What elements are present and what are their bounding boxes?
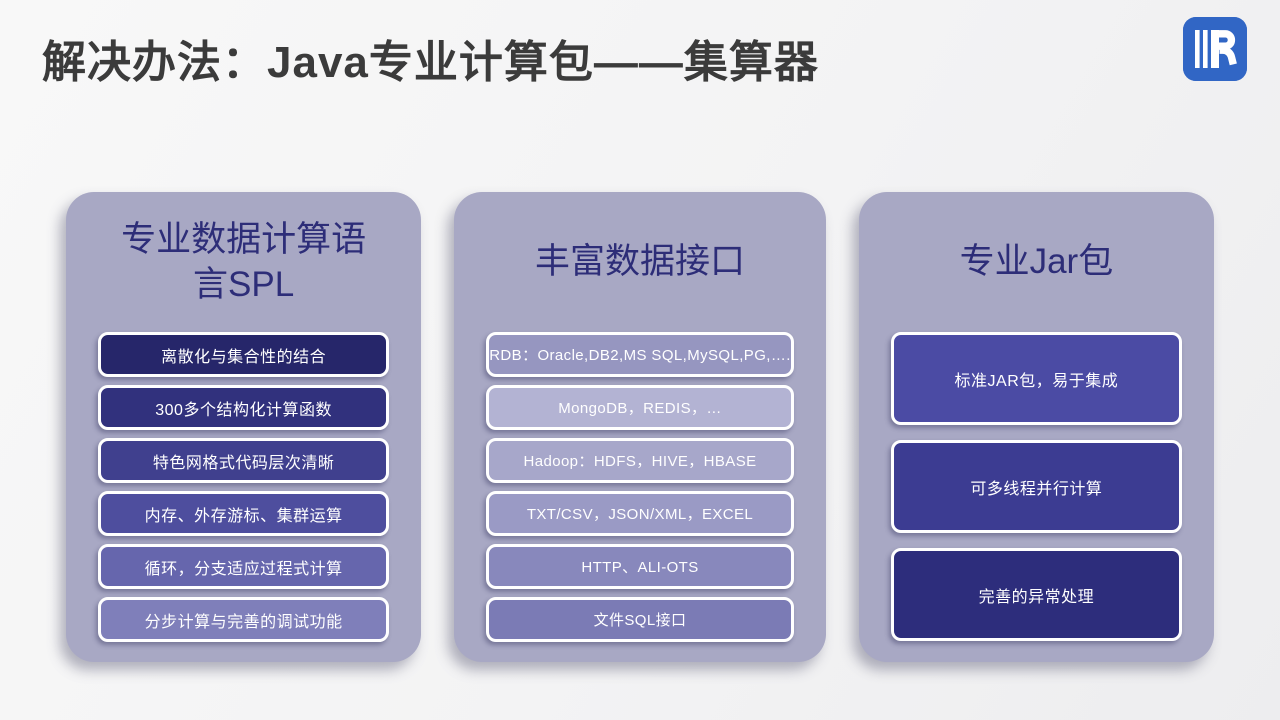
feature-item: 300多个结构化计算函数 bbox=[98, 385, 390, 430]
feature-item-label: MongoDB，REDIS，… bbox=[558, 400, 722, 417]
feature-item-label: RDB：Oracle,DB2,MS SQL,MySQL,PG,…. bbox=[489, 347, 791, 364]
feature-item-label: HTTP、ALI-OTS bbox=[581, 559, 699, 576]
feature-item-label: 文件SQL接口 bbox=[593, 612, 687, 629]
feature-list: 离散化与集合性的结合 300多个结构化计算函数 特色网格式代码层次清晰 内存、外… bbox=[98, 332, 390, 650]
feature-item: 标准JAR包，易于集成 bbox=[890, 332, 1183, 425]
feature-item: 循环，分支适应过程式计算 bbox=[98, 544, 390, 589]
feature-item-label: 可多线程并行计算 bbox=[970, 480, 1103, 498]
feature-item-label: 特色网格式代码层次清晰 bbox=[152, 454, 335, 472]
feature-item-label: 300多个结构化计算函数 bbox=[155, 401, 332, 419]
feature-item-label: 标准JAR包，易于集成 bbox=[954, 372, 1119, 390]
column-header-label: 专业数据计算语言SPL bbox=[121, 219, 367, 305]
feature-item-label: 内存、外存游标、集群运算 bbox=[144, 507, 343, 525]
feature-item: 可多线程并行计算 bbox=[890, 440, 1183, 533]
feature-item: 完善的异常处理 bbox=[890, 548, 1183, 641]
feature-item: 分步计算与完善的调试功能 bbox=[98, 597, 390, 642]
logo-r-icon bbox=[1183, 17, 1247, 81]
feature-item: 特色网格式代码层次清晰 bbox=[98, 438, 390, 483]
page-title: 解决办法：Java专业计算包——集算器 bbox=[42, 38, 819, 87]
feature-item: Hadoop：HDFS，HIVE，HBASE bbox=[486, 438, 794, 483]
feature-item: 文件SQL接口 bbox=[486, 597, 794, 642]
feature-item: RDB：Oracle,DB2,MS SQL,MySQL,PG,…. bbox=[486, 332, 794, 377]
column-data-interfaces: 丰富数据接口 RDB：Oracle,DB2,MS SQL,MySQL,PG,….… bbox=[454, 192, 826, 662]
feature-list: 标准JAR包，易于集成 可多线程并行计算 完善的异常处理 bbox=[890, 332, 1183, 656]
feature-item: 内存、外存游标、集群运算 bbox=[98, 491, 390, 536]
feature-item-label: TXT/CSV，JSON/XML，EXCEL bbox=[526, 506, 754, 523]
column-header: 专业Jar包 bbox=[891, 192, 1182, 332]
column-jar-package: 专业Jar包 标准JAR包，易于集成 可多线程并行计算 完善的异常处理 bbox=[858, 192, 1215, 662]
feature-item: MongoDB，REDIS，… bbox=[486, 385, 794, 430]
feature-item: TXT/CSV，JSON/XML，EXCEL bbox=[486, 491, 794, 536]
column-header-label: 丰富数据接口 bbox=[535, 242, 746, 282]
feature-item-label: 分步计算与完善的调试功能 bbox=[144, 613, 343, 631]
feature-list: RDB：Oracle,DB2,MS SQL,MySQL,PG,…. MongoD… bbox=[486, 332, 794, 650]
column-header: 专业数据计算语言SPL bbox=[98, 192, 389, 332]
feature-columns: 专业数据计算语言SPL 离散化与集合性的结合 300多个结构化计算函数 特色网格… bbox=[66, 192, 1215, 662]
column-header: 丰富数据接口 bbox=[486, 192, 794, 332]
feature-item: 离散化与集合性的结合 bbox=[98, 332, 390, 377]
column-spl-language: 专业数据计算语言SPL 离散化与集合性的结合 300多个结构化计算函数 特色网格… bbox=[66, 192, 422, 662]
raqsoft-logo bbox=[1183, 17, 1247, 81]
column-header-label: 专业Jar包 bbox=[959, 242, 1114, 282]
feature-item: HTTP、ALI-OTS bbox=[486, 544, 794, 589]
feature-item-label: Hadoop：HDFS，HIVE，HBASE bbox=[523, 453, 757, 470]
feature-item-label: 循环，分支适应过程式计算 bbox=[144, 560, 343, 578]
feature-item-label: 完善的异常处理 bbox=[978, 588, 1095, 606]
feature-item-label: 离散化与集合性的结合 bbox=[161, 348, 327, 366]
